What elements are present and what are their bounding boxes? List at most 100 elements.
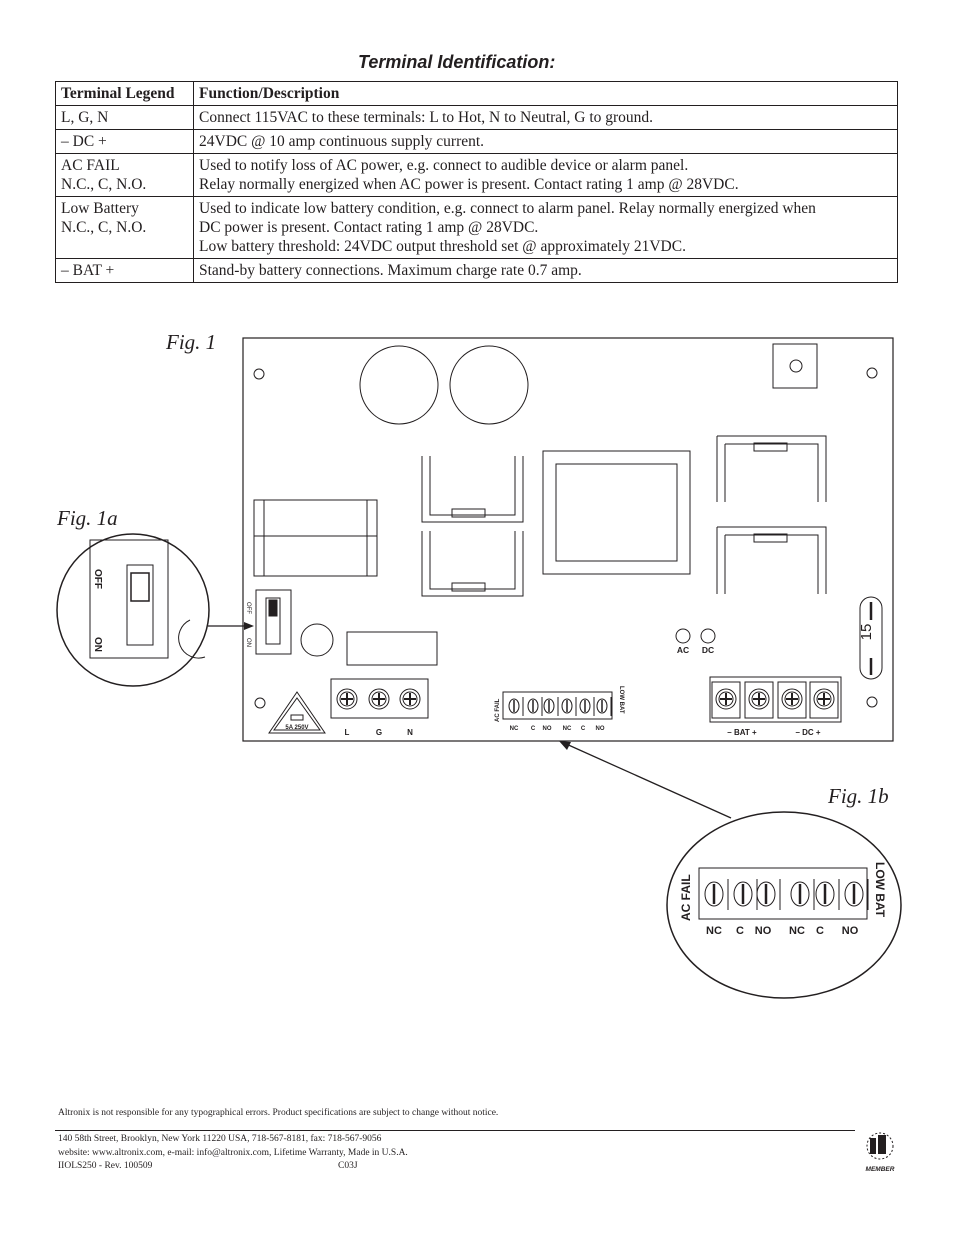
terminal-legend: N.C., C, N.O. [61, 176, 147, 193]
function-description: Used to indicate low battery condition, … [199, 200, 816, 217]
relay-terminal-block [502, 691, 613, 720]
ac-terminal-screw [368, 688, 390, 710]
ac-terminal-block [330, 678, 429, 719]
ac-terminal-L: L [345, 728, 350, 737]
capacitor [449, 345, 529, 425]
relay-terminal-label: C [531, 726, 536, 732]
terminal-legend: – DC + [61, 133, 107, 150]
zoom-terminal-label: NO [755, 925, 772, 937]
fuse-label: 5A 250V [285, 725, 308, 731]
zoom-switch-off: OFF [92, 569, 103, 589]
dc-led-label: DC [702, 645, 714, 655]
fig1-label: Fig. 1 [166, 330, 217, 354]
relay-terminal-screw [596, 698, 608, 714]
fig1b-arrow [563, 742, 732, 819]
relay-terminal-label: NO [543, 726, 552, 732]
relay-terminal-screw [527, 698, 539, 714]
power-terminal-screw [715, 688, 737, 710]
fuse-warning [268, 691, 326, 734]
switch-off-label: OFF [245, 602, 251, 614]
fig1a-label: Fig. 1a [57, 506, 118, 530]
thermistor [300, 623, 334, 657]
fig1a-zoom-circle [56, 533, 210, 687]
relay-terminal-label: C [581, 726, 586, 732]
relay-terminal-label: NC [563, 726, 572, 732]
zoom-terminal-screw [790, 881, 810, 907]
switch-on-label: ON [245, 638, 251, 647]
fig1b-zoom-circle [666, 811, 902, 999]
ac-terminal-screw [399, 688, 421, 710]
table-row: – BAT +Stand-by battery connections. Max… [55, 258, 898, 283]
footer-doc-id: IIOLS250 - Rev. 100509 [58, 1161, 153, 1171]
pot [772, 343, 818, 389]
table-row: AC FAIL N.C., C, N.O. Used to notify loss … [55, 153, 898, 197]
ac-terminal-screw [336, 688, 358, 710]
function-description: Used to notify loss of AC power, e.g. co… [199, 157, 689, 174]
zoom-terminal-screw [815, 881, 835, 907]
rectifier [253, 499, 378, 577]
zoom-terminal-screw [844, 881, 864, 907]
relay-lowbat-label: LOW BAT [618, 686, 624, 714]
relay-terminal-label: NO [596, 726, 605, 732]
board-outline [242, 337, 894, 742]
power-terminal-screw [748, 688, 770, 710]
heatsink [716, 526, 827, 594]
terminal-legend: Low Battery [61, 200, 139, 217]
zoom-terminal-screw [733, 881, 753, 907]
member-text: MEMBER [866, 1166, 895, 1173]
voltage-switch [255, 589, 292, 655]
table-row: L, G, N Connect 115VAC to these terminals… [55, 105, 898, 130]
power-terminal-screw [813, 688, 835, 710]
voltage-marker-value: 15 [858, 624, 875, 641]
relay [346, 631, 438, 666]
function-description: DC power is present. Contact rating 1 am… [199, 219, 539, 236]
ac-terminal-G: G [376, 728, 382, 737]
power-terminal-screw [781, 688, 803, 710]
dc-label: – DC + [795, 728, 820, 737]
capacitor [359, 345, 439, 425]
relay-terminal-screw [508, 698, 520, 714]
zoom-terminal-label: NO [842, 925, 859, 937]
footer-rule [55, 1130, 855, 1131]
terminal-legend: L, G, N [61, 109, 109, 126]
zoom-switch-on: ON [92, 637, 103, 652]
bat-label: – BAT + [727, 728, 757, 737]
zoom-relay-block [698, 867, 868, 920]
footer-code: C03J [338, 1161, 358, 1171]
zoom-thermistor-edge [178, 619, 206, 659]
table-header-0: Terminal Legend [55, 81, 194, 106]
member-logo: MEMBER [866, 1132, 895, 1173]
mount-hole [866, 696, 878, 708]
terminal-legend: AC FAIL [61, 157, 120, 174]
zoom-terminal-label: C [736, 925, 744, 937]
mount-hole [254, 697, 266, 709]
zoom-switch-body [89, 539, 169, 659]
footer-address: 140 58th Street, Brooklyn, New York 1122… [58, 1134, 382, 1144]
ac-led [675, 628, 691, 644]
relay-terminal-label: NC [510, 726, 519, 732]
relay-terminal-screw [561, 698, 573, 714]
fig1b-label: Fig. 1b [828, 784, 889, 808]
zoom-terminal-label: NC [789, 925, 805, 937]
dc-led [700, 628, 716, 644]
relay-terminal-screw [543, 698, 555, 714]
function-description: Relay normally energized when AC power i… [199, 176, 739, 193]
function-description: Stand-by battery connections. Maximum ch… [199, 262, 582, 279]
zoom-acfail-label: AC FAIL [679, 874, 693, 921]
zoom-terminal-screw [704, 881, 724, 907]
mount-hole [866, 367, 878, 379]
function-description: 24VDC @ 10 amp continuous supply current… [199, 133, 485, 150]
footer-disclaimer: Altronix is not responsible for any typo… [58, 1108, 499, 1118]
ac-led-label: AC [677, 645, 689, 655]
ac-terminal-N: N [407, 728, 413, 737]
function-description: Connect 115VAC to these terminals: L to … [199, 109, 654, 126]
function-description: Low battery threshold: 24VDC output thre… [199, 238, 686, 255]
zoom-terminal-label: C [816, 925, 824, 937]
footer-website: website: www.altronix.com, e-mail: info@… [58, 1148, 408, 1158]
transformer [542, 450, 691, 575]
mount-hole [253, 368, 265, 380]
terminal-legend: N.C., C, N.O. [61, 219, 147, 236]
